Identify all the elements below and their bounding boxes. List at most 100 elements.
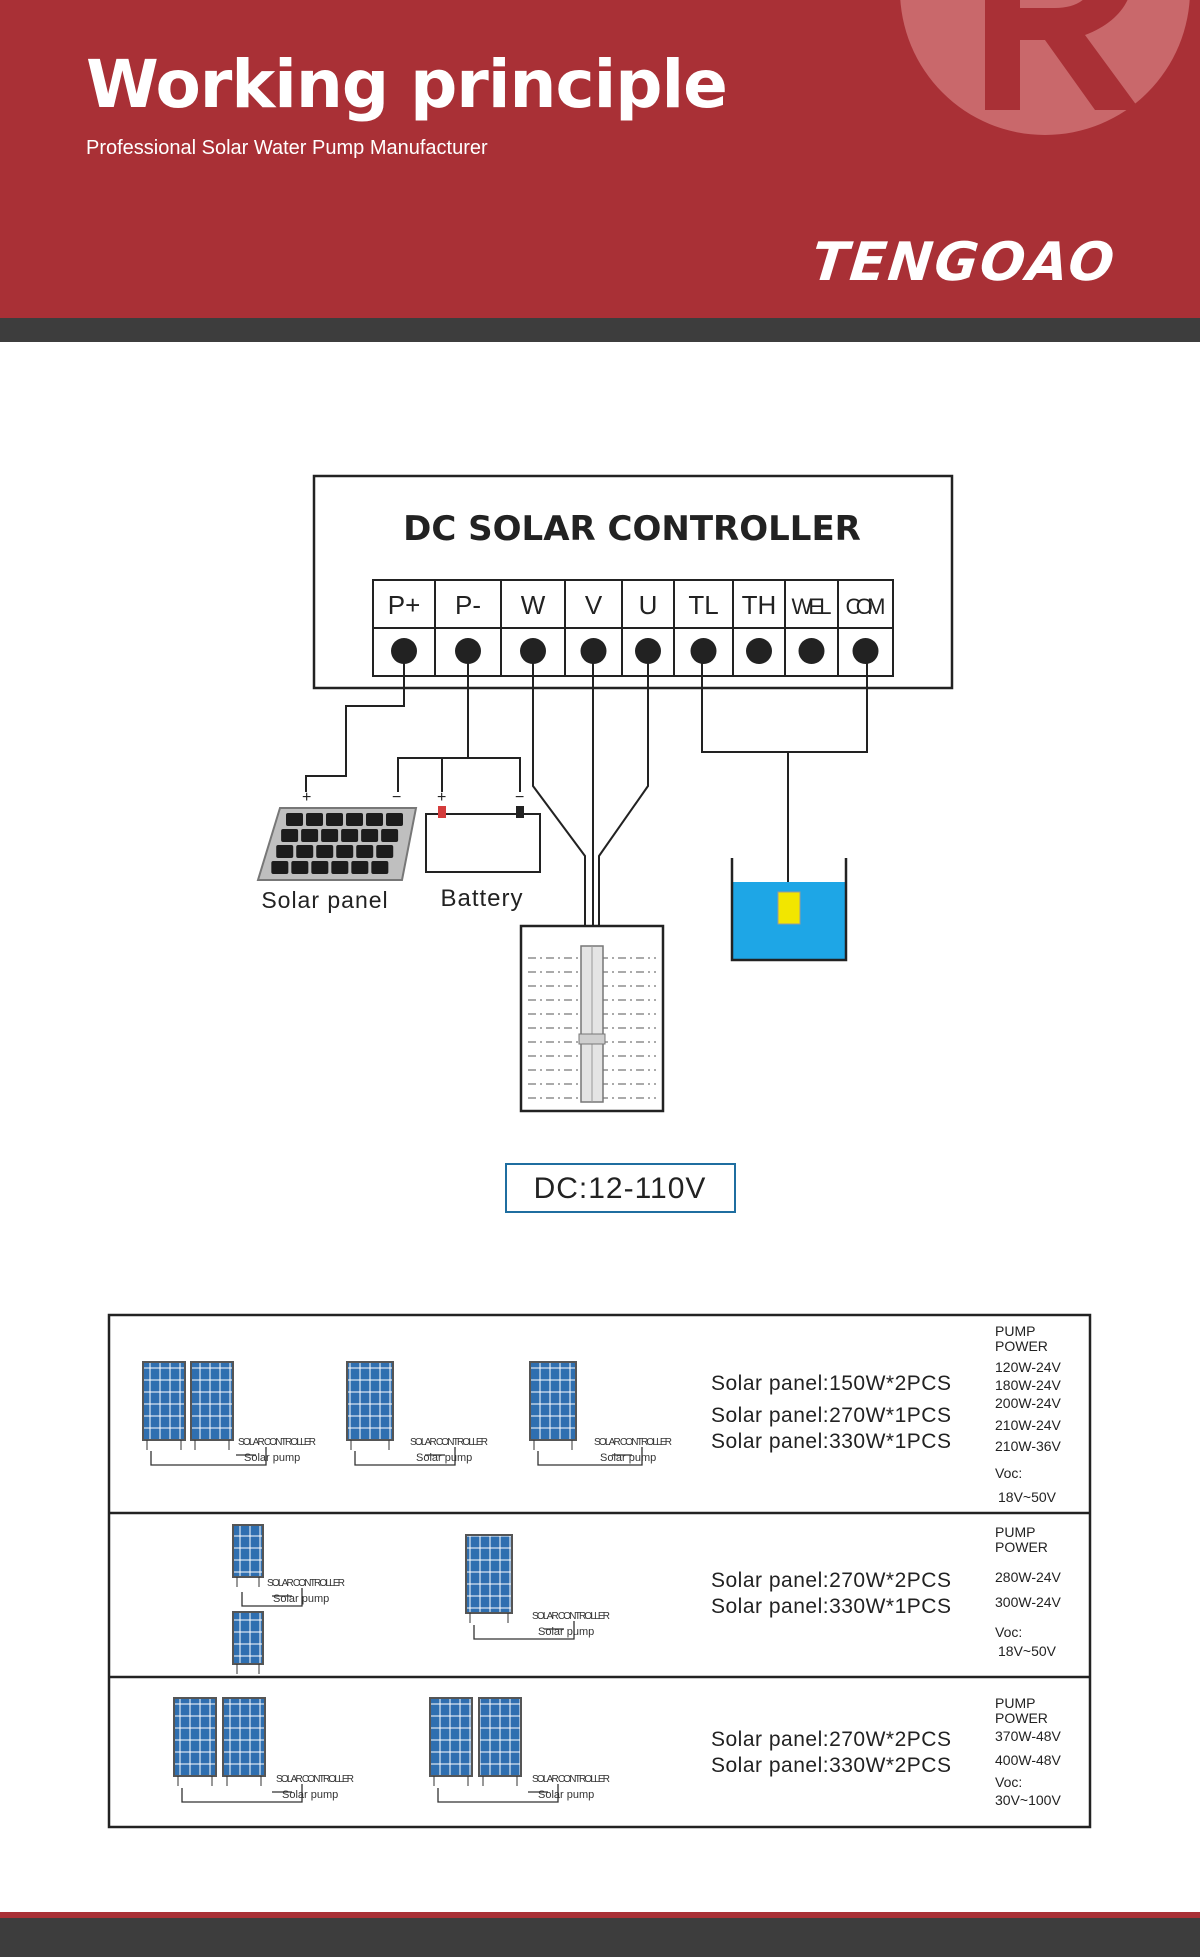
- terminal-screw-icon: [520, 638, 546, 664]
- battery-plus-label: +: [437, 789, 446, 806]
- float-switch-icon: [777, 891, 801, 925]
- mini-circuit: SOLAR CONTROLLER Solar pump: [241, 1578, 345, 1607]
- mini-pump-label: Solar pump: [538, 1789, 594, 1801]
- mini-solar-panel-icon: [465, 1534, 513, 1623]
- header-divider-band: [0, 318, 1200, 342]
- header-banner: Working principle Professional Solar Wat…: [0, 0, 1200, 318]
- mini-solar-panel-icon: [142, 1361, 186, 1450]
- voc-value: 30V~100V: [995, 1792, 1061, 1808]
- power-heading: PUMP: [995, 1524, 1035, 1540]
- well-with-pump-icon: [519, 924, 665, 1113]
- page-subtitle: Professional Solar Water Pump Manufactur…: [86, 137, 488, 159]
- mini-controller-label: SOLAR CONTROLLER: [594, 1437, 672, 1448]
- power-value: 210W-24V: [995, 1417, 1062, 1433]
- terminal-label-w: W: [521, 590, 546, 620]
- terminal-screw-icon: [690, 638, 717, 664]
- config-line: Solar panel:270W*2PCS: [711, 1569, 951, 1592]
- power-value: 370W-48V: [995, 1728, 1062, 1744]
- mini-solar-panel-icon: [429, 1697, 473, 1786]
- mini-solar-panel-icon: [232, 1524, 264, 1587]
- mini-controller-label: SOLAR CONTROLLER: [276, 1774, 354, 1785]
- brand-logo-mark-icon: [900, 0, 1190, 135]
- terminal-label-com: COM: [846, 594, 886, 619]
- footer-red-line: [0, 1912, 1200, 1918]
- mini-circuit: SOLAR CONTROLLER Solar pump: [181, 1774, 354, 1803]
- terminal-screw-icon: [746, 638, 772, 664]
- terminal-screw-icon: [391, 638, 417, 664]
- power-heading: POWER: [995, 1539, 1048, 1555]
- mini-pump-label: Solar pump: [600, 1452, 656, 1464]
- water-tank-icon: [730, 858, 848, 962]
- terminal-label-v: V: [585, 590, 603, 620]
- battery-minus-label: −: [515, 789, 524, 806]
- solar-panel-icon: + −: [256, 789, 418, 881]
- mini-solar-panel-icon: [232, 1611, 264, 1674]
- power-value: 210W-36V: [995, 1438, 1062, 1454]
- solar-minus-label: −: [392, 789, 401, 806]
- solar-panel-label: Solar panel: [261, 887, 388, 913]
- controller-title: DC SOLAR CONTROLLER: [403, 509, 861, 549]
- mini-circuit: SOLAR CONTROLLER Solar pump: [150, 1437, 316, 1466]
- mini-pump-label: Solar pump: [244, 1452, 300, 1464]
- voltage-box: [505, 1163, 736, 1213]
- config-line: Solar panel:330W*2PCS: [711, 1754, 951, 1777]
- mini-solar-panel-icon: [478, 1697, 522, 1786]
- mini-controller-label: SOLAR CONTROLLER: [532, 1611, 610, 1622]
- mini-circuit: SOLAR CONTROLLER Solar pump: [473, 1611, 610, 1640]
- voc-value: 18V~50V: [998, 1643, 1057, 1659]
- voc-label: Voc:: [995, 1465, 1022, 1481]
- mini-controller-label: SOLAR CONTROLLER: [410, 1437, 488, 1448]
- terminal-label-wel: WEL: [792, 594, 832, 619]
- voltage-label: DC:12-110V: [534, 1172, 707, 1205]
- terminal-screw-icon: [455, 638, 481, 664]
- mini-solar-panel-icon: [529, 1361, 577, 1450]
- mini-circuit: SOLAR CONTROLLER Solar pump: [537, 1437, 672, 1466]
- mini-pump-label: Solar pump: [273, 1593, 329, 1605]
- power-value: 300W-24V: [995, 1594, 1062, 1610]
- mini-controller-label: SOLAR CONTROLLER: [532, 1774, 610, 1785]
- mini-solar-panel-icon: [190, 1361, 234, 1450]
- terminal-screw-icon: [580, 638, 607, 664]
- voc-label: Voc:: [995, 1624, 1022, 1640]
- config-line: Solar panel:270W*2PCS: [711, 1728, 951, 1751]
- terminal-screw-icon: [635, 638, 661, 664]
- terminal-label-pplus: P+: [388, 590, 421, 620]
- mini-pump-label: Solar pump: [416, 1452, 472, 1464]
- power-heading: PUMP: [995, 1323, 1035, 1339]
- controller-box: DC SOLAR CONTROLLER P+ P- W V U TL TH WEL COM: [312, 474, 954, 690]
- voc-label: Voc:: [995, 1774, 1022, 1790]
- config-line: Solar panel:330W*1PCS: [711, 1595, 951, 1618]
- terminal-label-th: TH: [742, 590, 777, 620]
- page-title: Working principle: [86, 46, 728, 123]
- power-heading: POWER: [995, 1710, 1048, 1726]
- mini-circuit: SOLAR CONTROLLER Solar pump: [437, 1774, 610, 1803]
- mini-solar-panel-icon: [222, 1697, 266, 1786]
- voc-value: 18V~50V: [998, 1489, 1057, 1505]
- terminal-screw-icon: [852, 638, 879, 664]
- power-value: 400W-48V: [995, 1752, 1062, 1768]
- mini-controller-label: SOLAR CONTROLLER: [238, 1437, 316, 1448]
- solar-plus-label: +: [302, 789, 311, 806]
- terminal-screw-icon: [798, 638, 825, 664]
- footer-band: [0, 1918, 1200, 1957]
- mini-solar-panel-icon: [346, 1361, 394, 1450]
- terminal-label-tl: TL: [688, 590, 718, 620]
- power-value: 280W-24V: [995, 1569, 1062, 1585]
- config-line: Solar panel:330W*1PCS: [711, 1430, 951, 1453]
- mini-pump-label: Solar pump: [538, 1626, 594, 1638]
- mini-controller-label: SOLAR CONTROLLER: [267, 1578, 345, 1589]
- terminal-label-pminus: P-: [455, 590, 481, 620]
- battery-label: Battery: [440, 885, 523, 912]
- power-value: 200W-24V: [995, 1395, 1062, 1411]
- power-value: 120W-24V: [995, 1359, 1062, 1375]
- battery-icon: + −: [425, 789, 541, 873]
- config-line: Solar panel:150W*2PCS: [711, 1372, 951, 1395]
- mini-solar-panel-icon: [173, 1697, 217, 1786]
- mini-pump-label: Solar pump: [282, 1789, 338, 1801]
- power-heading: PUMP: [995, 1695, 1035, 1711]
- config-line: Solar panel:270W*1PCS: [711, 1404, 951, 1427]
- terminal-label-u: U: [639, 590, 658, 620]
- power-heading: POWER: [995, 1338, 1048, 1354]
